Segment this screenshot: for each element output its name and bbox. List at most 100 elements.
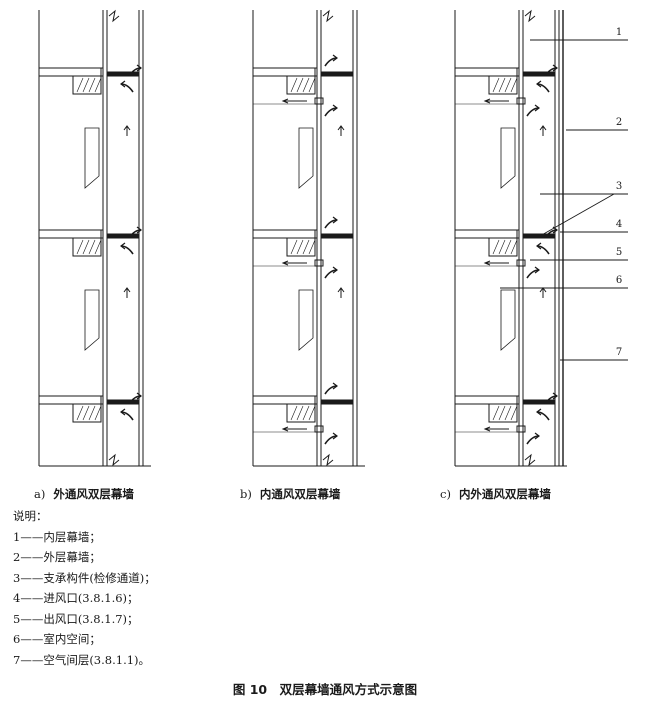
airflow-arrowhead-icon [552, 64, 558, 72]
legend-item-3: 3——支承构件(检修通道)； [13, 570, 156, 585]
support-grating [522, 71, 556, 77]
callout-number-7: 7 [616, 347, 622, 358]
window-sash [298, 127, 314, 189]
ceiling-beam [459, 230, 518, 257]
hatch-line [82, 77, 90, 93]
hatch-line [498, 405, 506, 421]
callout-number-6: 6 [616, 275, 622, 286]
floor-slab [38, 67, 104, 77]
airflow-arrowhead-icon [332, 104, 338, 112]
airflow-arrow-icon [123, 125, 131, 136]
hatch-line [76, 239, 84, 255]
floor-slab [252, 229, 318, 239]
hatch-line [296, 405, 304, 421]
hatch-line [290, 405, 298, 421]
hatch-line [504, 405, 512, 421]
hatch-line [88, 405, 96, 421]
legend-heading: 说明： [13, 509, 48, 523]
hatch-line [510, 239, 518, 255]
legend-item-5: 5——出风口(3.8.1.7)； [13, 611, 139, 626]
floor-slab [454, 395, 520, 405]
hatch-line [492, 77, 500, 93]
airflow-arrowhead-icon [536, 242, 542, 250]
vent-opening [516, 97, 526, 105]
support-grating [320, 399, 354, 405]
support-grating [106, 233, 140, 239]
hatch-line [88, 77, 96, 93]
hatch-line [308, 405, 316, 421]
caption-c-label: 内外通风双层幕墙 [458, 487, 551, 501]
floor-slab [454, 67, 520, 77]
hatch-line [88, 239, 96, 255]
callout-number-2: 2 [616, 117, 622, 128]
hatch-line [498, 77, 506, 93]
hatch-line [76, 77, 84, 93]
hatch-line [308, 77, 316, 93]
floor-slab [38, 229, 104, 239]
hatch-line [94, 77, 102, 93]
airflow-arrowhead-icon [332, 382, 338, 390]
panel-b [252, 9, 365, 467]
hatch-line [492, 405, 500, 421]
airflow-arrow-icon [337, 287, 345, 298]
panel-a [38, 9, 151, 467]
ceiling-beam [43, 230, 102, 257]
caption-b-letter: b) [240, 487, 252, 501]
callout-number-5: 5 [616, 247, 622, 258]
break-mark [524, 9, 536, 23]
hatch-line [504, 239, 512, 255]
floor-slab [252, 67, 318, 77]
airflow-arrowhead-icon [534, 266, 540, 274]
hatch-line [498, 239, 506, 255]
legend-item-2: 2——外层幕墙； [13, 550, 101, 564]
legend-item-7: 7——空气间层(3.8.1.1)。 [13, 652, 151, 667]
hatch-line [302, 77, 310, 93]
support-grating [320, 71, 354, 77]
airflow-arrow-icon [539, 287, 547, 298]
airflow-arrowhead-icon [120, 242, 126, 250]
panel-c [454, 9, 567, 467]
legend-item-4: 4——进风口(3.8.1.6)； [13, 591, 139, 605]
vent-opening [314, 97, 324, 105]
indoor-airflow-arrowhead-icon [281, 260, 289, 266]
vent-opening [314, 259, 324, 267]
ceiling-beam [43, 68, 102, 95]
hatch-line [290, 77, 298, 93]
vent-opening [314, 425, 324, 433]
caption-b-label: 内通风双层幕墙 [259, 487, 341, 501]
hatch-line [296, 77, 304, 93]
airflow-arrowhead-icon [136, 392, 142, 400]
window-sash [84, 289, 100, 351]
vent-opening [516, 259, 526, 267]
airflow-arrowhead-icon [136, 64, 142, 72]
ceiling-beam [257, 68, 316, 95]
support-grating [522, 399, 556, 405]
caption-a-label: 外通风双层幕墙 [53, 487, 134, 501]
hatch-line [302, 405, 310, 421]
hatch-line [76, 405, 84, 421]
airflow-arrow-icon [337, 125, 345, 136]
hatch-line [296, 239, 304, 255]
indoor-airflow-arrowhead-icon [483, 260, 491, 266]
support-grating [522, 233, 556, 239]
floor-slab [454, 229, 520, 239]
airflow-arrow-icon [123, 287, 131, 298]
hatch-line [94, 405, 102, 421]
window-sash [500, 127, 516, 189]
caption-a: a) 外通风双层幕墙 [34, 486, 134, 502]
airflow-arrowhead-icon [536, 80, 542, 88]
window-sash [500, 289, 516, 351]
airflow-arrowhead-icon [136, 226, 142, 234]
hatch-line [302, 239, 310, 255]
window-sash [84, 127, 100, 189]
support-grating [106, 399, 140, 405]
ceiling-beam [43, 396, 102, 423]
airflow-arrowhead-icon [552, 392, 558, 400]
hatch-line [504, 77, 512, 93]
caption-a-letter: a) [34, 487, 46, 501]
ceiling-beam [459, 68, 518, 95]
legend-item-1: 1——内层幕墙； [13, 529, 101, 544]
airflow-arrowhead-icon [332, 54, 338, 62]
indoor-airflow-arrowhead-icon [281, 426, 289, 432]
floor-slab [38, 395, 104, 405]
